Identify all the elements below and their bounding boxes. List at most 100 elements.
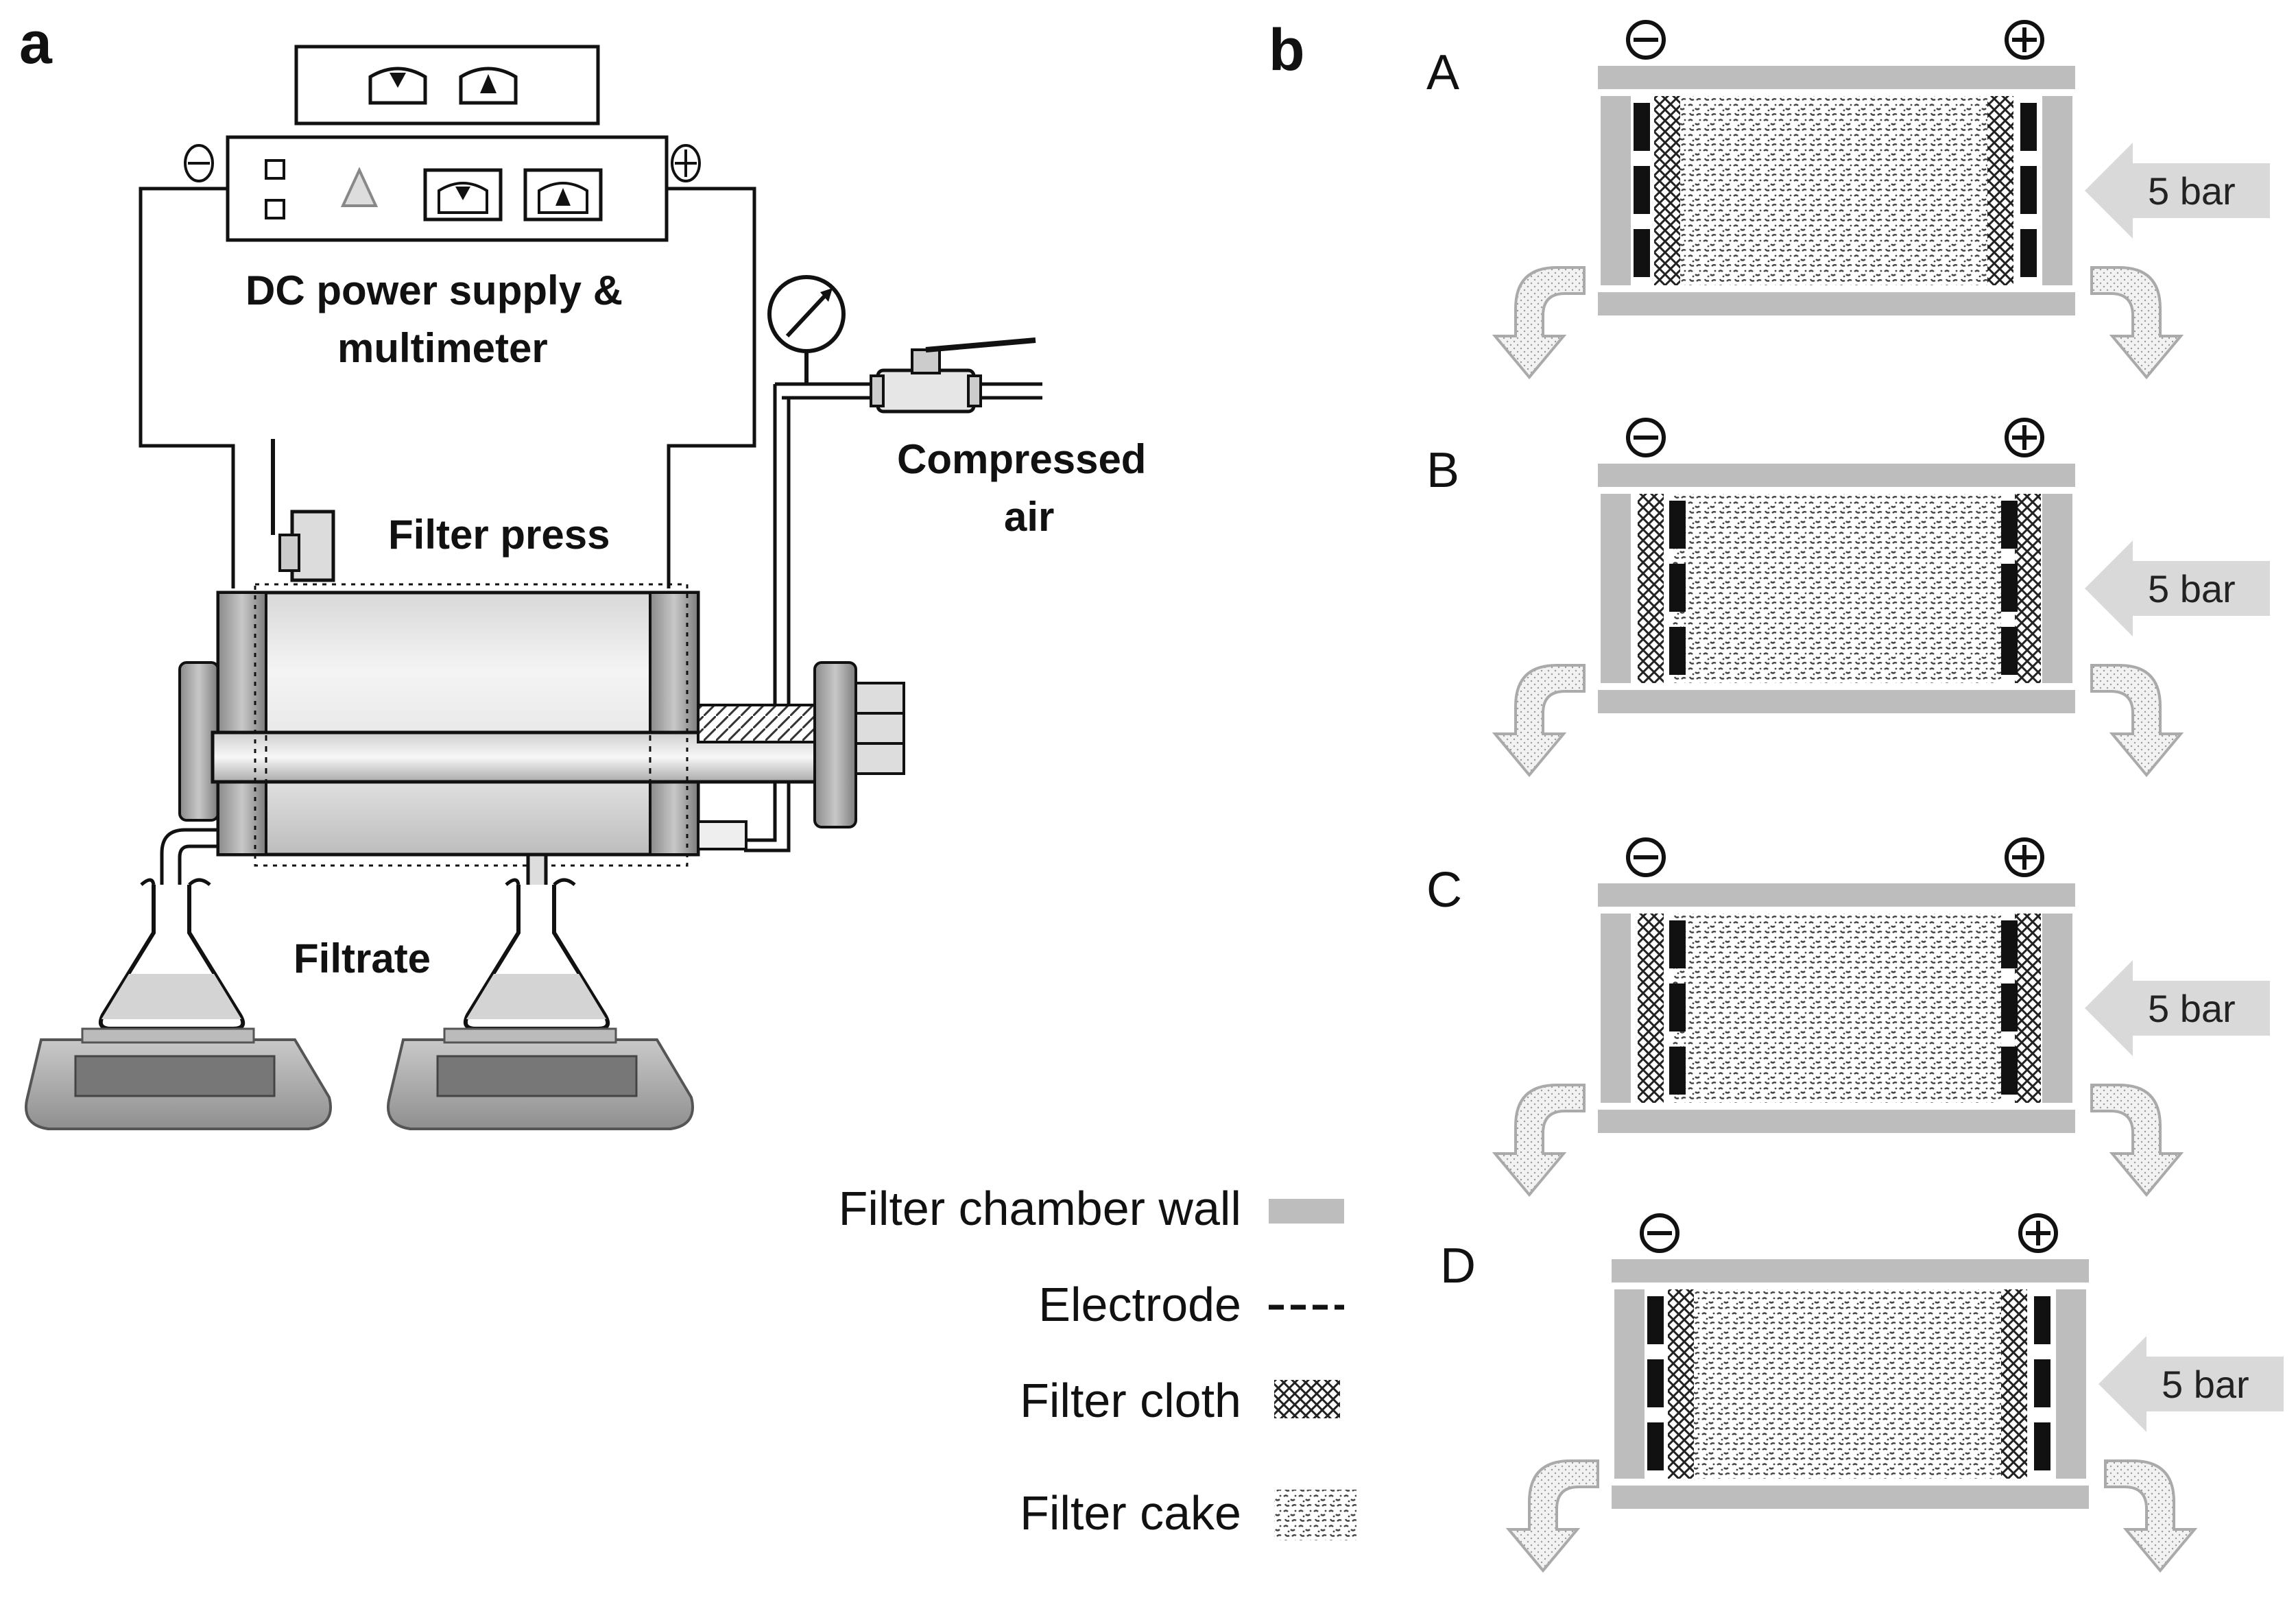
electrode-segment [2020,103,2037,151]
chamber-wall-bottom [1598,1110,2075,1133]
filter-cloth [1638,914,1664,1103]
chamber-wall-right [2042,914,2072,1103]
configuration-D: D5 bar [1440,1213,2284,1573]
electrode-segment [1669,501,1686,549]
chamber-wall-left [1601,914,1631,1103]
power-supply-label: DC power supply & [246,267,623,313]
chamber-wall-right [2056,1289,2086,1479]
outflow-arrow-icon [2090,266,2184,380]
filter-cloth [1638,494,1664,683]
switch-icon [265,199,285,219]
filter-cloth [1668,1289,1694,1479]
electrode-segment [1647,1422,1664,1470]
outflow-arrow-icon [1492,266,1586,380]
electrode-segment [1669,983,1686,1031]
power-wires [139,187,756,588]
electrode-segment [2001,1047,2018,1095]
chamber-wall-right [2042,96,2072,285]
configuration-C: C5 bar [1426,837,2270,1197]
electrode-segment [2034,1422,2050,1470]
switch-icon [265,159,285,180]
electrode-segment [1634,103,1650,151]
electrode-segment [2020,229,2037,277]
negative-terminal-icon [1626,837,1666,877]
compressed-air-label: Compressed [897,436,1146,482]
outflow-arrow-icon [1505,1459,1599,1573]
outflow-arrow-icon [2090,664,2184,778]
ammeter-icon [459,67,518,105]
positive-terminal-icon [2018,1213,2058,1253]
pressure-arrow-icon [2098,1336,2284,1432]
warning-icon [340,167,379,207]
electrode-segment [2001,627,2018,675]
legend-item-cloth: Filter cloth [1020,1374,1340,1427]
configuration-letter: C [1426,863,1462,918]
pressure-arrow-icon [2085,960,2270,1056]
pressure-label: 5 bar [2148,169,2236,213]
filter-cloth [1987,96,2013,285]
pressure-label: 5 bar [2162,1363,2249,1406]
outflow-arrow-icon [2090,1084,2184,1197]
multimeter-box [294,45,600,126]
legend-item-wall: Filter chamber wall [839,1182,1344,1235]
positive-terminal-icon [2005,418,2044,457]
legend-swatch-wall [1269,1199,1344,1224]
electrode-segment [2001,564,2018,612]
pressure-arrow-icon [2085,540,2270,636]
chamber-wall-bottom [1598,690,2075,713]
configuration-A: A5 bar [1426,20,2270,380]
chamber-wall-right [2042,494,2072,683]
positive-terminal-icon [671,144,701,182]
power-supply-label: multimeter [337,325,548,371]
balance-icon [387,1027,694,1130]
legend-swatch-cake [1274,1490,1356,1540]
outflow-arrow-icon [2104,1459,2198,1573]
negative-terminal-icon [1626,418,1666,457]
negative-terminal-icon [1626,20,1666,60]
legend-label: Filter cloth [1020,1374,1241,1427]
filtrate-label: Filtrate [294,935,431,981]
dc-power-supply-box [226,135,669,242]
electrode-segment [1669,920,1686,968]
configuration-letter: B [1426,443,1459,498]
electrode-segment [1669,627,1686,675]
electrode-segment [2001,920,2018,968]
flask-icon [464,878,610,1031]
compressed-air-label: air [1004,494,1054,540]
electrode-segment [2034,1296,2050,1344]
flask-icon [99,878,246,1031]
electrode-segment [1647,1359,1664,1407]
pressure-gauge-icon [767,275,846,384]
chamber-wall-top [1612,1259,2089,1283]
filter-cake [1672,914,2001,1103]
chamber-wall-left [1614,1289,1645,1479]
electrode-segment [2001,983,2018,1031]
chamber-wall-top [1598,883,2075,907]
filter-press-label: Filter press [388,512,610,558]
electrode-segment [1634,166,1650,214]
chamber-wall-top [1598,464,2075,487]
pressure-arrow-icon [2085,143,2270,239]
filter-cloth [1654,96,1680,285]
chamber-wall-top [1598,66,2075,89]
filter-press [178,583,905,867]
filter-cake [1672,494,2001,683]
balance-icon [25,1027,332,1130]
electrode-segment [1634,229,1650,277]
electrode-segment [1669,1047,1686,1095]
negative-terminal-icon [1640,1213,1679,1253]
voltmeter-icon [368,67,427,105]
legend-label: Electrode [1038,1278,1241,1331]
panel-b-letter: b [1269,17,1305,83]
chamber-wall-bottom [1612,1486,2089,1509]
electrode-segment [2034,1359,2050,1407]
filter-cloth [2015,914,2041,1103]
legend-item-cake: Filter cake [1020,1486,1356,1540]
filter-cloth [2001,1289,2027,1479]
legend-item-electrode: Electrode [1038,1278,1344,1331]
filter-cloth [2015,494,2041,683]
positive-terminal-icon [2005,20,2044,60]
